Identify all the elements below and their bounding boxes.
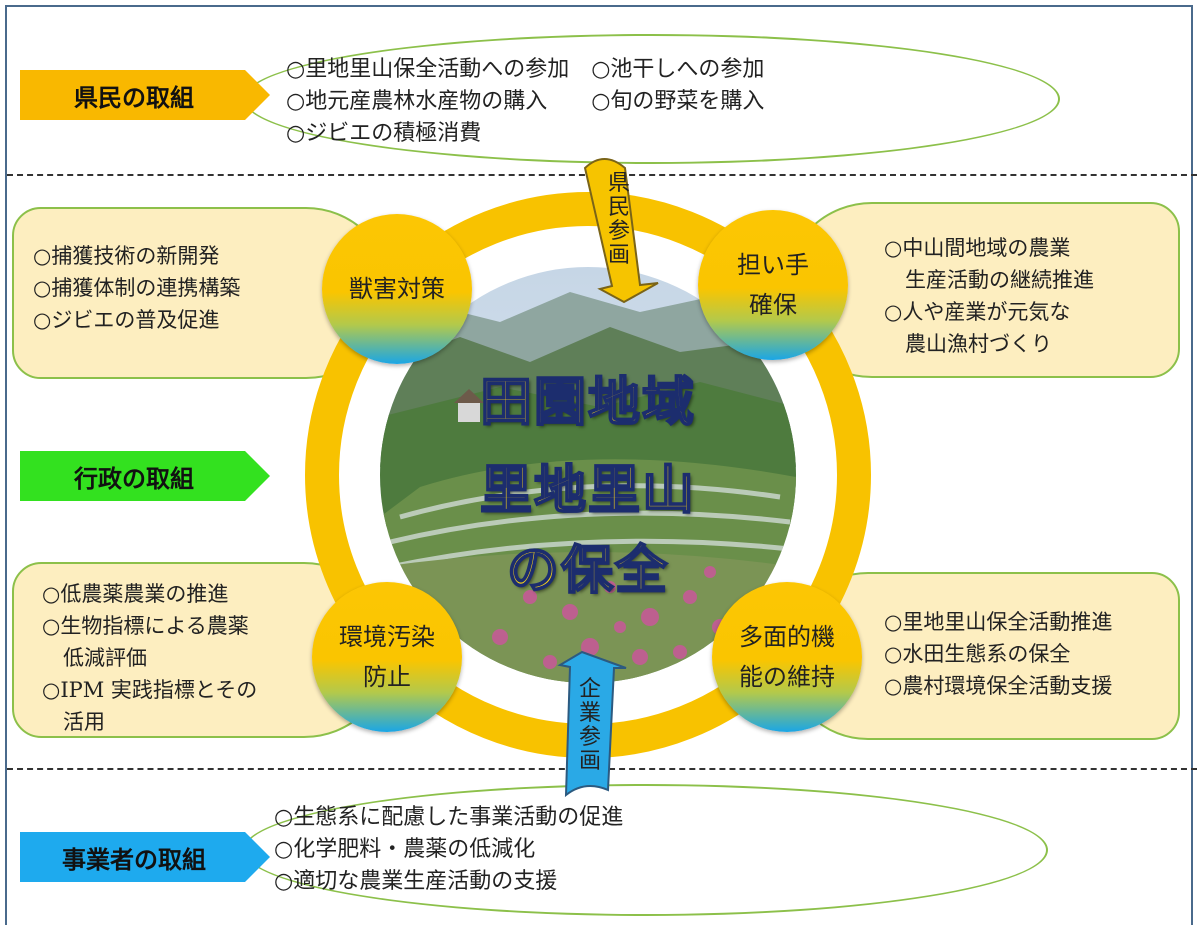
center-title-line-3: の保全 <box>506 540 669 602</box>
diagram-frame <box>5 5 1193 925</box>
node-pollution-prevention: 環境汚染 防止 <box>312 582 462 732</box>
citizens-actions: ○里地里山保全活動への参加 ○池干しへの参加 ○地元産農林水産物の購入 ○旬の野… <box>286 57 765 146</box>
business-tag: 事業者の取組 <box>20 832 270 882</box>
business-oval <box>243 784 1048 916</box>
government-tag: 行政の取組 <box>20 451 270 501</box>
business-actions: ○生態系に配慮した事業活動の促進 ○化学肥料・農薬の低減化 ○適切な農業生産活動… <box>274 805 624 894</box>
divider-top <box>7 174 1197 176</box>
citizens-tag: 県民の取組 <box>20 70 270 120</box>
pollution-prevention-list: ○低農薬農業の推進 ○生物指標による農薬 低減評価 ○IPM 実践指標とその 活… <box>42 582 258 734</box>
successor-list: ○中山間地域の農業 生産活動の継続推進 ○人や産業が元気な 農山漁村づくり <box>884 236 1094 356</box>
node-successor: 担い手 確保 <box>698 210 848 360</box>
business-participation-label: 企 業 参 画 <box>578 677 601 774</box>
center-title-line-2: 里地里山 <box>479 460 696 522</box>
citizen-participation-label: 県 民 参 画 <box>607 171 630 268</box>
center-title-line-1: 田園地域 <box>479 372 696 434</box>
multifunction-list: ○里地里山保全活動推進 ○水田生態系の保全 ○農村環境保全活動支援 <box>884 610 1113 698</box>
successor-bubble <box>784 202 1180 378</box>
node-wildlife-measures: 獣害対策 <box>322 214 472 364</box>
wildlife-measures-list: ○捕獲技術の新開発 ○捕獲体制の連携構築 ○ジビエの普及促進 <box>33 244 241 332</box>
node-multifunction: 多面的機 能の維持 <box>712 582 862 732</box>
